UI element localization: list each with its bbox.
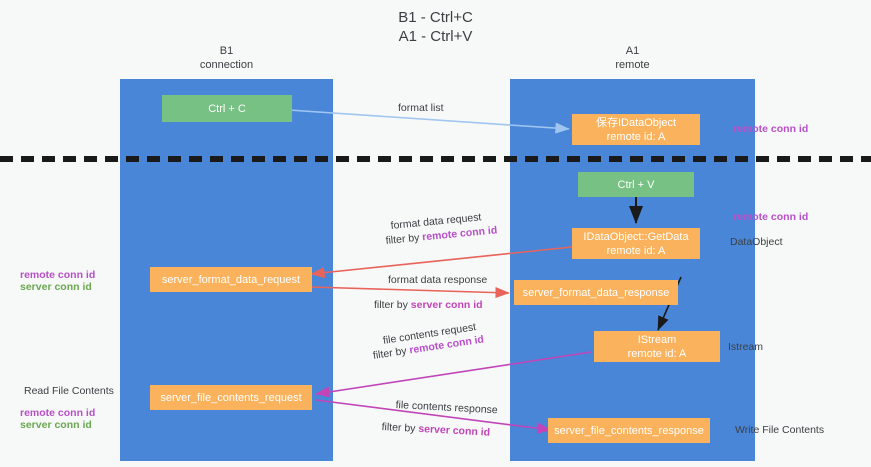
edge-label-file-contents-response-text: file contents response xyxy=(395,398,498,417)
node-server-file-contents-request-label: server_file_contents_request xyxy=(160,391,302,404)
annotation-right-remote-conn-id-mid: remote conn id xyxy=(733,211,809,223)
lane-header-b1-name: B1 xyxy=(219,45,234,57)
node-ctrl-c-label: Ctrl + C xyxy=(208,102,246,115)
node-server-format-data-request-label: server_format_data_request xyxy=(161,273,301,286)
node-istream-label: IStream xyxy=(637,333,677,346)
node-idataobject-getdata-sub: remote id: A xyxy=(606,244,666,257)
node-server-file-contents-response[interactable]: server_file_contents_response xyxy=(548,418,710,443)
lane-header-a1: A1 remote xyxy=(510,45,755,72)
annotation-right-remote-conn-id-top: remote conn id xyxy=(733,123,809,135)
edge-label-format-list-text: format list xyxy=(398,102,444,114)
diagram-title: B1 - Ctrl+C A1 - Ctrl+V xyxy=(0,8,871,46)
edge-label-format-data-response-filter: filter by server conn id xyxy=(374,298,483,312)
filter-key-server-conn-id: server conn id xyxy=(410,299,483,311)
lane-header-b1: B1 connection xyxy=(120,45,333,72)
filter-key-server-conn-id: server conn id xyxy=(418,422,491,439)
annotation-right-istream: Istream xyxy=(728,341,764,353)
diagram-title-line1: B1 - Ctrl+C xyxy=(398,9,473,26)
edge-label-file-contents-response-filter: filter by server conn id xyxy=(381,420,490,440)
node-istream-sub: remote id: A xyxy=(627,347,687,360)
annotation-left-remote-conn-id-bottom: remote conn id xyxy=(20,407,96,419)
node-save-idataobject-sub: remote id: A xyxy=(606,130,666,143)
lane-header-a1-name: A1 xyxy=(625,45,640,57)
edge-label-format-data-response: format data response xyxy=(388,273,487,287)
filter-prefix: filter by xyxy=(385,231,423,247)
diagram-title-line2: A1 - Ctrl+V xyxy=(398,28,473,45)
edge-label-file-contents-response: file contents response xyxy=(395,398,498,417)
node-ctrl-v-label: Ctrl + V xyxy=(617,178,655,191)
node-save-idataobject[interactable]: 保存IDataObject remote id: A xyxy=(572,114,700,145)
node-istream[interactable]: IStream remote id: A xyxy=(594,331,720,362)
node-save-idataobject-label: 保存IDataObject xyxy=(595,116,677,129)
node-server-file-contents-request[interactable]: server_file_contents_request xyxy=(150,385,312,410)
node-idataobject-getdata[interactable]: IDataObject::GetData remote id: A xyxy=(572,228,700,259)
edge-label-format-data-response-text: format data response xyxy=(388,274,488,286)
node-server-format-data-request[interactable]: server_format_data_request xyxy=(150,267,312,292)
section-divider-dashed xyxy=(0,156,871,162)
filter-prefix: filter by xyxy=(381,420,419,435)
node-server-format-data-response-label: server_format_data_response xyxy=(522,286,670,299)
lane-header-a1-sub: remote xyxy=(615,58,650,71)
annotation-left-server-conn-id-bottom: server conn id xyxy=(20,419,92,431)
edge-label-format-list: format list xyxy=(398,101,444,115)
filter-prefix: filter by xyxy=(374,299,411,311)
annotation-right-write-file-contents: Write File Contents xyxy=(735,424,825,436)
arrow-format-data-response xyxy=(310,286,510,299)
node-ctrl-v[interactable]: Ctrl + V xyxy=(578,172,694,197)
annotation-right-dataobject: DataObject xyxy=(730,236,783,248)
annotation-left-server-conn-id-mid: server conn id xyxy=(20,281,92,293)
lane-header-b1-sub: connection xyxy=(199,58,254,71)
node-server-file-contents-response-label: server_file_contents_response xyxy=(554,424,704,437)
node-idataobject-getdata-label: IDataObject::GetData xyxy=(583,230,689,243)
node-ctrl-c[interactable]: Ctrl + C xyxy=(162,95,292,122)
filter-prefix: filter by xyxy=(372,344,411,362)
annotation-left-read-file-contents: Read File Contents xyxy=(24,385,114,397)
annotation-left-remote-conn-id-mid: remote conn id xyxy=(20,269,96,281)
node-server-format-data-response[interactable]: server_format_data_response xyxy=(514,280,678,305)
